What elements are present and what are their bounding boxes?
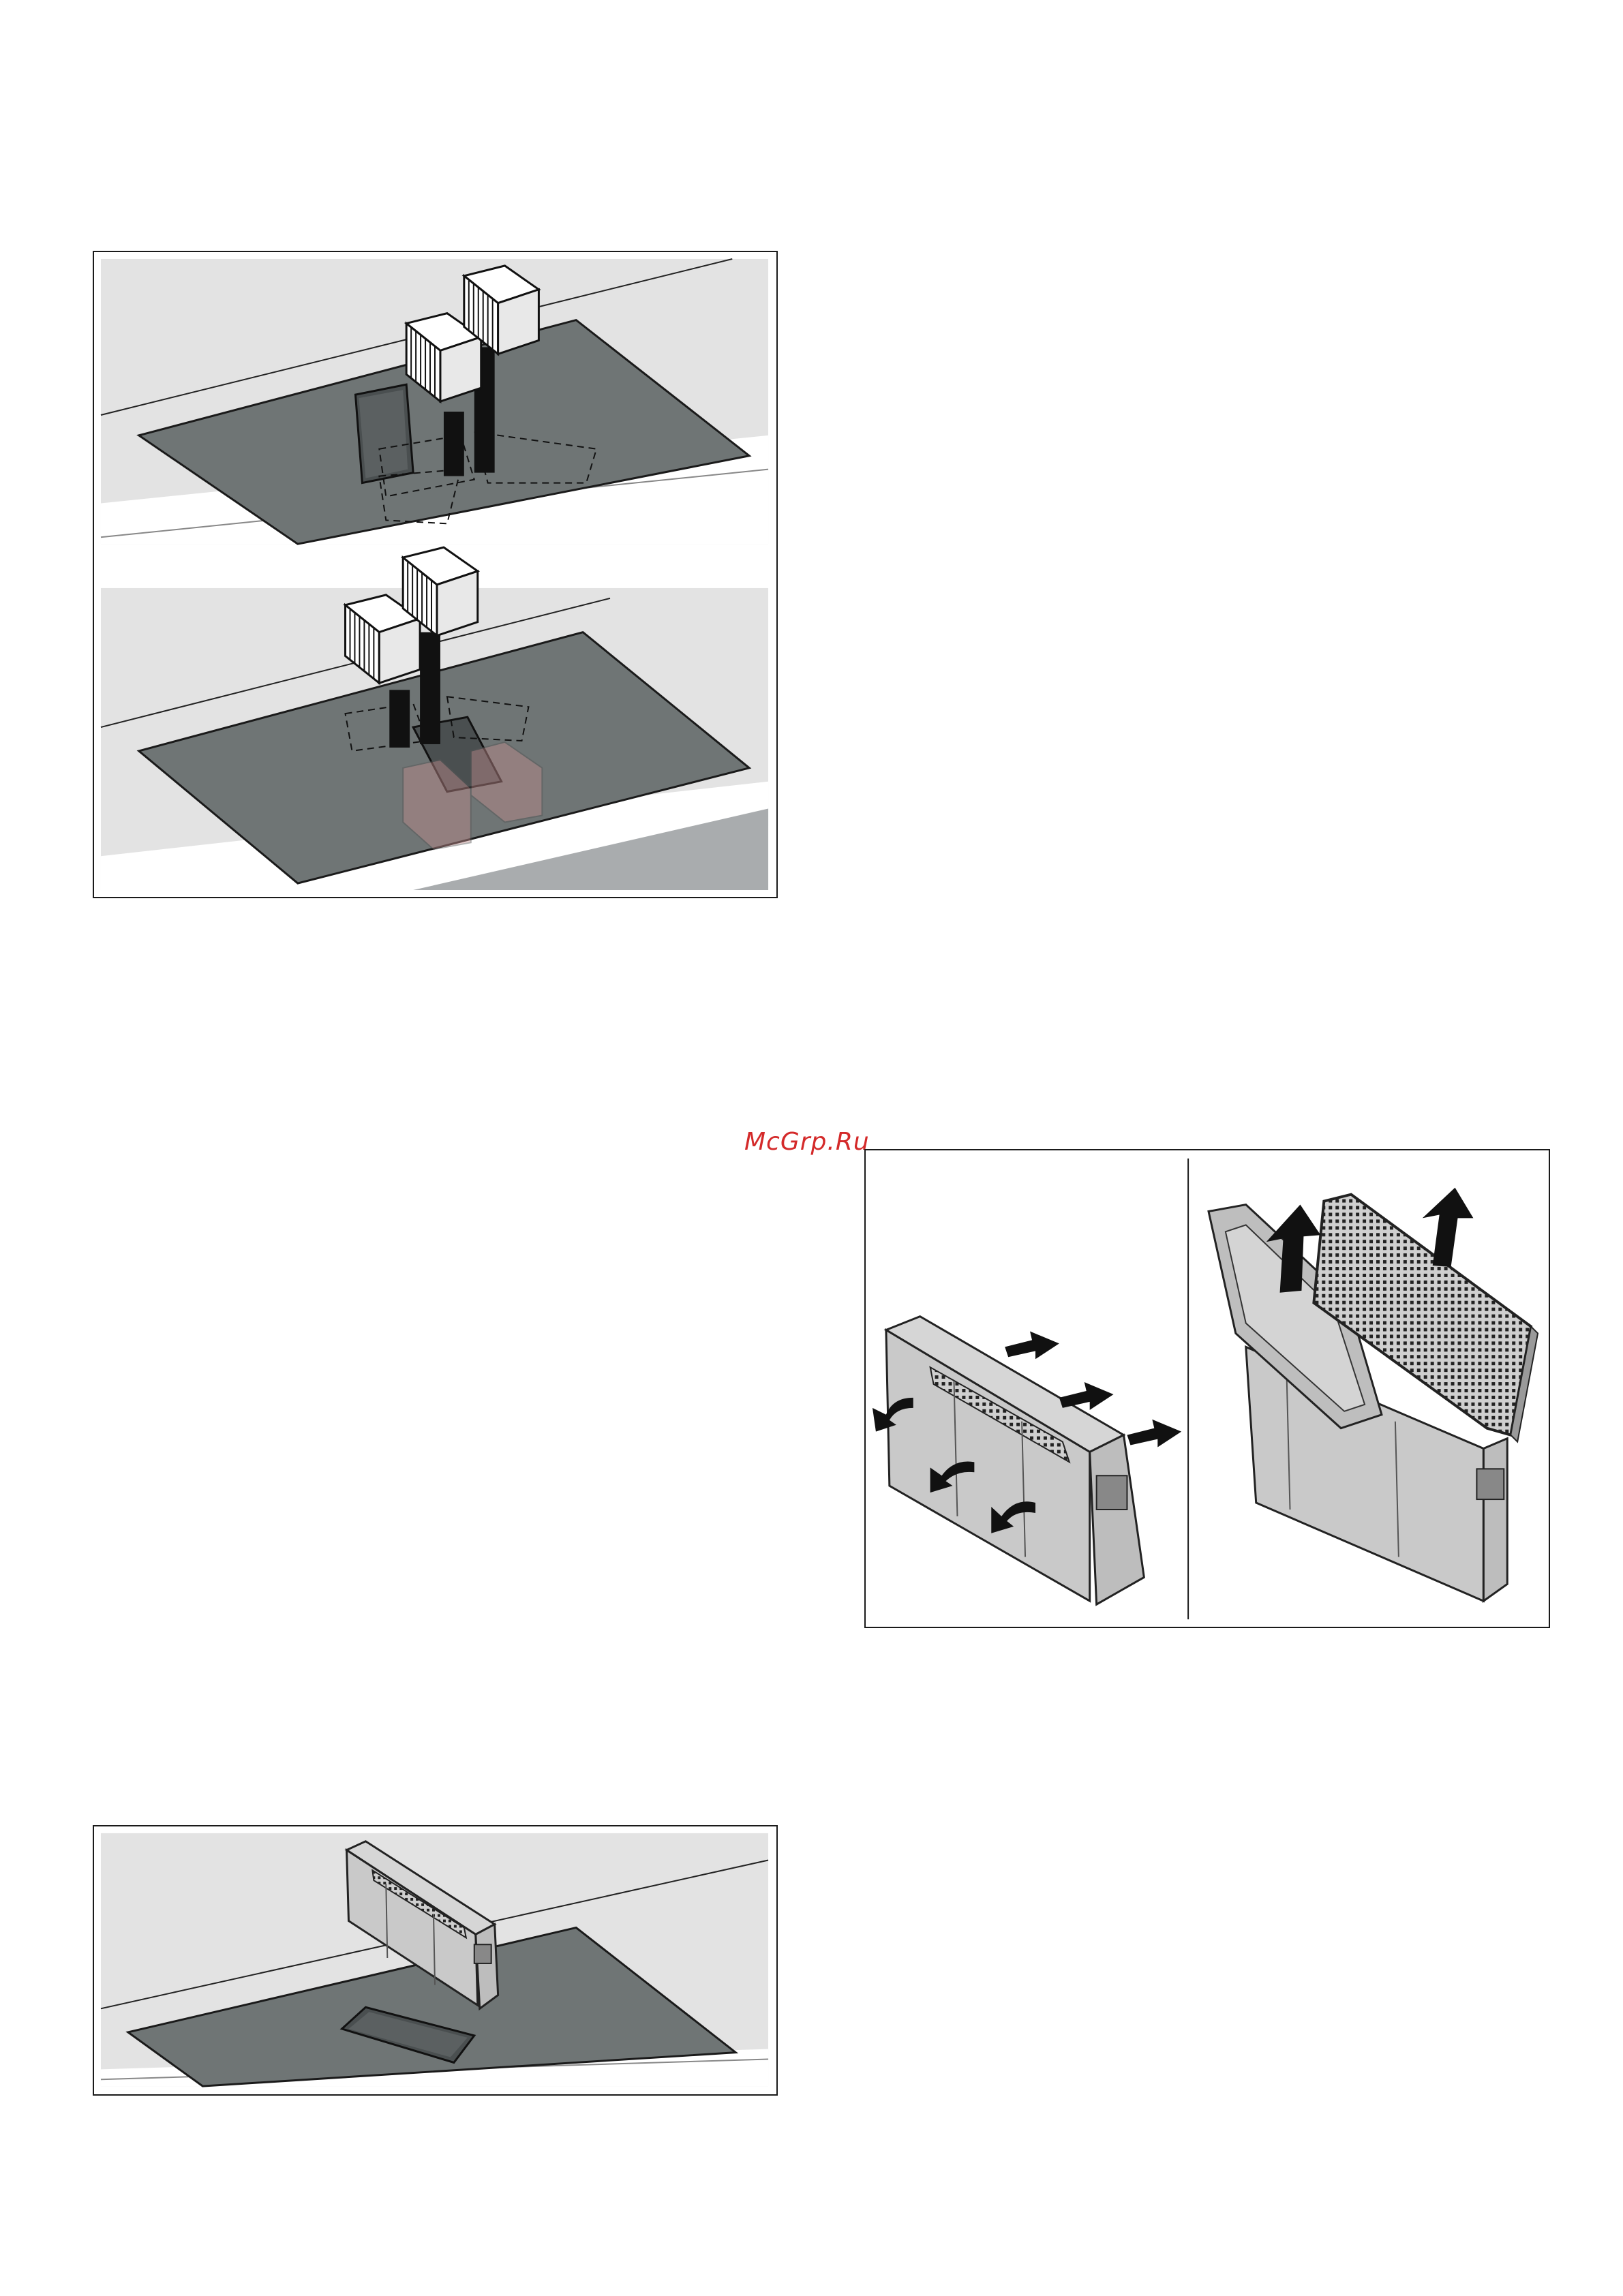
cassette-insertion-illustration [94,1826,776,2094]
cassette-closed-panel [873,1317,1181,1605]
cassette-insertion-figure [93,1825,778,2096]
hob-filter-illustration [94,252,776,897]
filter-cassette-opening-figure [864,1149,1550,1628]
top-panel [101,259,768,544]
page-number-fragment [0,2286,89,2296]
watermark-text: McGrp.Ru [744,1130,870,1154]
cassette-illustration [866,1150,1549,1627]
bottom-panel [101,547,768,890]
filter-cassette-icon [886,1317,1144,1605]
cassette-open-panel [1209,1188,1538,1602]
hob-filter-replacement-figure [93,251,778,898]
